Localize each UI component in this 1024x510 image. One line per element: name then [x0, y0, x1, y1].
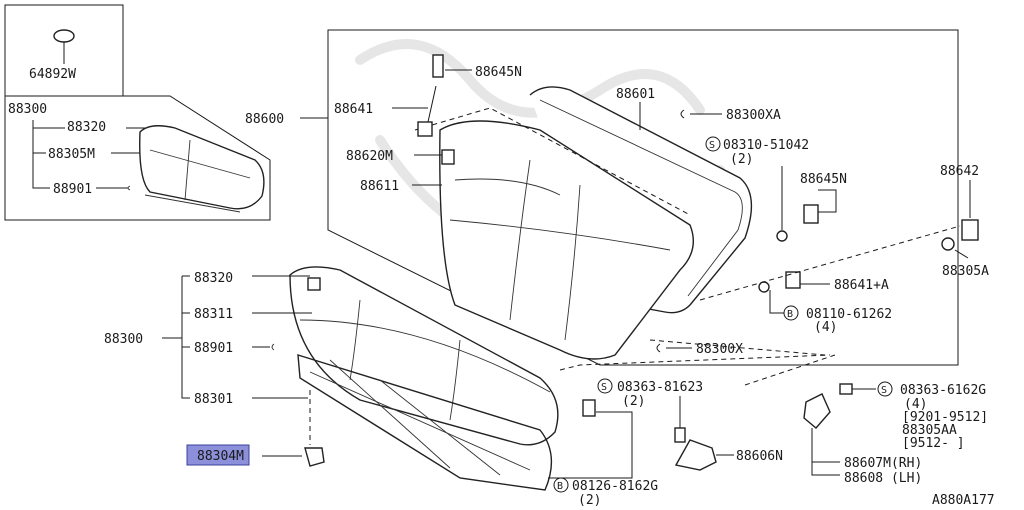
seat-cushion-assembly [289, 266, 836, 491]
s-bolt-symbol-icon [705, 136, 721, 152]
label-inset-88305m: 88305M [48, 147, 95, 162]
label-88645n-right: 88645N [800, 172, 847, 187]
bolt-08363-81623-icon [674, 427, 686, 443]
seatback-cushion-icon [439, 120, 694, 360]
label-88305a: 88305A [942, 264, 989, 279]
hinge-88642-icon [961, 219, 979, 241]
label-88608: 88608 (LH) [844, 471, 922, 486]
s-prefix-2: S [601, 382, 607, 393]
trim-88311-icon [307, 277, 321, 291]
qty-08126: (2) [578, 493, 601, 508]
inset-seat-box: 88300 88320 88305M 88901 [4, 95, 271, 221]
label-88320: 88320 [194, 271, 233, 286]
label-88641a: 88641+A [834, 278, 889, 293]
s-bolt-symbol-icon-3 [877, 381, 893, 397]
latch-88641a-icon [785, 271, 801, 289]
seat-frame-icon [297, 354, 553, 491]
label-88607m: 88607M(RH) [844, 456, 922, 471]
b-prefix-1: B [787, 309, 793, 320]
label-08363-81623: 08363-81623 [617, 380, 703, 395]
clip-88304m-icon [304, 447, 325, 467]
b-bolt-symbol-icon-2 [553, 477, 569, 493]
label-88300xa: 88300XA [726, 108, 781, 123]
label-88645n-top: 88645N [475, 65, 522, 80]
label-88641: 88641 [334, 102, 373, 117]
box-64892w: 64892W [4, 4, 124, 97]
qty-08363-6162g: (4) [904, 397, 927, 412]
s-prefix-3: S [881, 385, 887, 396]
hinge-88607m-icon [803, 393, 831, 429]
diagram-id: A880A177 [932, 493, 995, 508]
label-88304m[interactable]: 88304M [197, 449, 244, 464]
b-prefix-2: B [557, 481, 563, 492]
label-64892w: 64892W [29, 67, 76, 82]
seatback-assembly [414, 86, 826, 360]
label-88300x: 88300X [696, 342, 743, 357]
inset-seat-cushion-icon [139, 125, 265, 210]
seat-cushion-icon [289, 266, 559, 446]
highlighted-part-box [186, 444, 250, 466]
label-08310-51042: 08310-51042 [723, 138, 809, 153]
right-side-parts: 88642 88305A [699, 164, 989, 301]
striker-right-icon [803, 204, 819, 224]
label-88901: 88901 [194, 341, 233, 356]
label-88620m: 88620M [346, 149, 393, 164]
latch-88641-icon [417, 121, 433, 137]
qty-08110: (4) [814, 320, 837, 335]
label-88606n: 88606N [736, 449, 783, 464]
label-88305aa: 88305AA [902, 423, 957, 438]
bolt-08363-6162g-icon [839, 383, 853, 395]
bushing-88305a-icon [941, 237, 955, 251]
label-88600: 88600 [245, 112, 284, 127]
s-prefix-1: S [709, 140, 715, 151]
cap-part-icon [53, 29, 75, 43]
label-88301: 88301 [194, 392, 233, 407]
range-9512: [9512- ] [902, 436, 965, 451]
label-88611: 88611 [360, 179, 399, 194]
qty-08363-81623: (2) [622, 394, 645, 409]
seatback-frame-box: 88600 [245, 29, 959, 366]
label-88601: 88601 [616, 87, 655, 102]
s-bolt-symbol-icon-2 [597, 378, 613, 394]
label-08363-6162g: 08363-6162G [900, 383, 986, 398]
range-9201-9512: [9201-9512] [902, 410, 988, 425]
lower-parts: S 08363-81623 (2) B 08126-8162G (2) 8860… [548, 378, 988, 508]
cover-88620m-icon [441, 149, 455, 165]
seatback-labels: 88641 88645N 88601 88300XA S 08310-51042… [334, 54, 892, 357]
label-inset-88901: 88901 [53, 182, 92, 197]
bolt-08310-icon [776, 230, 788, 242]
label-88311: 88311 [194, 307, 233, 322]
label-08110-61262: 08110-61262 [806, 307, 892, 322]
label-88642: 88642 [940, 164, 979, 179]
bolt-08126-icon [582, 399, 596, 417]
label-inset-88320: 88320 [67, 120, 106, 135]
bracket-88606n-icon [674, 439, 717, 471]
striker-88645n-icon [432, 54, 444, 78]
seat-labels: 88320 88311 88300 88901 88301 88304M [104, 271, 325, 467]
qty-08310: (2) [730, 152, 753, 167]
label-inset-88300: 88300 [8, 102, 47, 117]
label-08126-8162g: 08126-8162G [572, 479, 658, 494]
label-88300: 88300 [104, 332, 143, 347]
bolt-08110-icon [758, 281, 770, 293]
